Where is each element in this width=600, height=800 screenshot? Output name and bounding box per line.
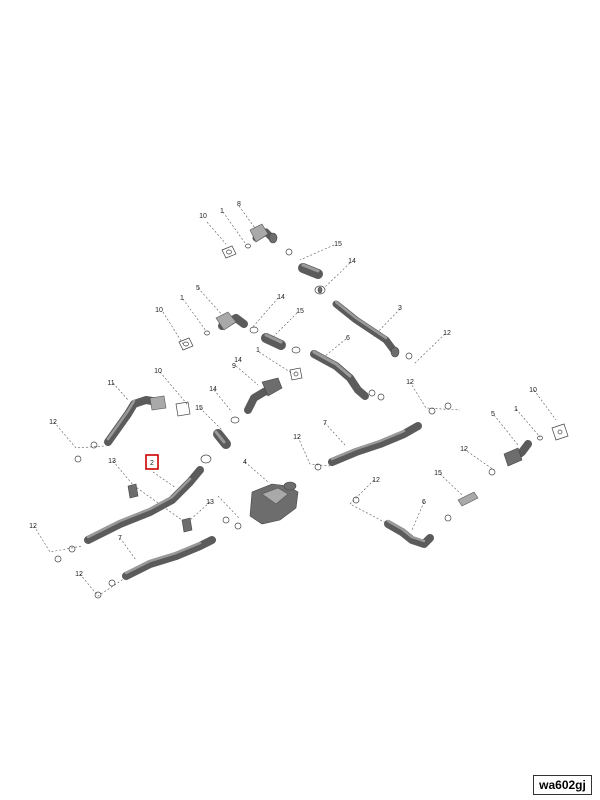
bracket-clamp-part-13-lower: [181, 517, 193, 533]
upper-elbow-part-8: [249, 223, 278, 244]
coupler-hose-part-15: [213, 429, 231, 449]
long-pipe-part-3: [332, 300, 413, 360]
callout-1: 1: [514, 406, 518, 413]
long-hose-part-2: [54, 466, 204, 563]
callout-12: 12: [75, 571, 83, 578]
callout-12: 12: [49, 419, 57, 426]
callout-3: 3: [398, 305, 402, 312]
elbow-part-5: [215, 311, 248, 331]
callout-6: 6: [422, 499, 426, 506]
callout-1: 1: [180, 295, 184, 302]
callout-10: 10: [155, 307, 163, 314]
callout-11: 11: [107, 380, 114, 387]
pipe-part-7-upper: [314, 402, 452, 471]
pipe-part-7-lower: [94, 536, 216, 599]
callout-12: 12: [443, 330, 451, 337]
callout-10: 10: [199, 213, 207, 220]
callout-2: 2: [150, 460, 154, 467]
callout-8: 8: [237, 201, 241, 208]
callout-2-highlighted: 2: [145, 454, 159, 470]
figure-id-tag: wa602gj: [533, 775, 592, 795]
highlight-box: [145, 454, 159, 470]
elbow-part-9: [244, 367, 303, 414]
callout-14: 14: [234, 357, 242, 364]
flange-gasket-mid: [178, 326, 301, 354]
coupler-hose-top: [298, 263, 326, 295]
callout-14: 14: [209, 386, 217, 393]
callout-15: 15: [334, 241, 342, 248]
callout-7: 7: [118, 535, 122, 542]
bent-pipe-part-6-lower: [352, 496, 434, 548]
callout-7: 7: [323, 420, 327, 427]
callout-12: 12: [372, 477, 380, 484]
callout-5: 5: [491, 411, 495, 418]
callout-12: 12: [406, 379, 414, 386]
callout-4: 4: [243, 459, 247, 466]
callout-labels: 10 8 1 15 14 5 14 1 10 3 15 12 14 1 6 9 …: [29, 201, 537, 578]
housing-part-4: [222, 481, 299, 530]
callout-15: 15: [296, 308, 304, 315]
bent-pipe-part-6-upper: [310, 350, 385, 401]
callout-5: 5: [196, 285, 200, 292]
callout-9: 9: [232, 363, 236, 370]
callout-12: 12: [29, 523, 37, 530]
coupler-part-15-right: [444, 468, 496, 522]
callout-10: 10: [154, 368, 162, 375]
callout-1: 1: [220, 208, 224, 215]
callout-12: 12: [293, 434, 301, 441]
bracket-clamp-part-13-upper: [127, 483, 139, 499]
callout-15: 15: [195, 405, 203, 412]
parts-layer: [54, 223, 569, 599]
callout-14: 14: [277, 294, 285, 301]
callout-1: 1: [256, 347, 260, 354]
callout-13: 13: [108, 458, 116, 465]
callout-13: 13: [206, 499, 214, 506]
clamp-mid: [200, 416, 240, 464]
callout-14: 14: [348, 258, 356, 265]
callout-6: 6: [346, 335, 350, 342]
curved-pipe-part-11: [74, 395, 191, 463]
coupler-hose-mid: [261, 333, 286, 350]
flange-gasket-top: [221, 243, 293, 259]
callout-15: 15: [434, 470, 442, 477]
callout-14: 12: [460, 446, 468, 453]
callout-10: 10: [529, 387, 537, 394]
elbow-part-5-right: [503, 423, 569, 467]
leader-lines: [33, 205, 557, 597]
